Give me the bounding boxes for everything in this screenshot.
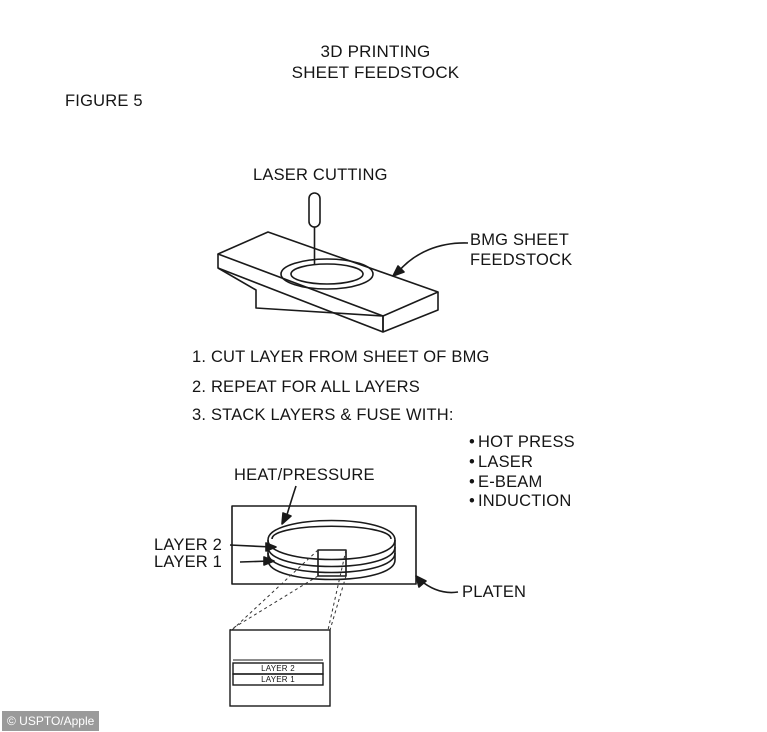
- image-credit: © USPTO/Apple: [2, 711, 100, 731]
- fuse-method-item: LASER: [469, 453, 533, 472]
- section-detail-inset: [229, 629, 331, 707]
- laser-cutter-head: [308, 192, 321, 228]
- fuse-method-item: INDUCTION: [469, 492, 571, 511]
- heat-pressure-label: HEAT/PRESSURE: [234, 466, 375, 484]
- step-1: 1. CUT LAYER FROM SHEET OF BMG: [192, 348, 490, 366]
- step-2: 2. REPEAT FOR ALL LAYERS: [192, 378, 420, 396]
- layer-2-label: LAYER 2: [154, 536, 223, 554]
- step-3: 3. STACK LAYERS & FUSE WITH:: [192, 406, 454, 424]
- laser-cutting-label: LASER CUTTING: [253, 166, 388, 184]
- bmg-sheet-pointer: [397, 242, 469, 273]
- figure-label: FIGURE 5: [65, 92, 143, 110]
- laser-cut-ring-inner: [290, 263, 364, 285]
- diagram-title-line-2: SHEET FEEDSTOCK: [291, 63, 460, 82]
- sheet-top-face: [217, 231, 439, 317]
- fuse-method-item: HOT PRESS: [469, 433, 575, 452]
- inset-layer-1-band: [232, 673, 324, 686]
- ring-stack-top: [267, 519, 396, 541]
- fuse-method-item: E-BEAM: [469, 473, 542, 492]
- laser-cut-ring-outer: [280, 258, 374, 290]
- bmg-sheet-label-line-1: BMG SHEET: [470, 231, 569, 249]
- projection-lines: [229, 549, 347, 631]
- ring-layer-2-line: [267, 546, 396, 568]
- layer-1-label: LAYER 1: [154, 553, 223, 571]
- section-window: [317, 549, 347, 577]
- diagram-title-line-1: 3D PRINTING: [320, 42, 431, 61]
- platen-label: PLATEN: [462, 583, 527, 601]
- sheet-front-face: [217, 254, 439, 333]
- layer-2-pointer: [229, 544, 273, 548]
- platen-plate: [231, 505, 417, 585]
- bmg-sheet-label-line-2: FEEDSTOCK: [470, 251, 573, 269]
- inset-layer-2-label: LAYER 2: [261, 664, 295, 673]
- inset-layer-1-label: LAYER 1: [261, 675, 295, 684]
